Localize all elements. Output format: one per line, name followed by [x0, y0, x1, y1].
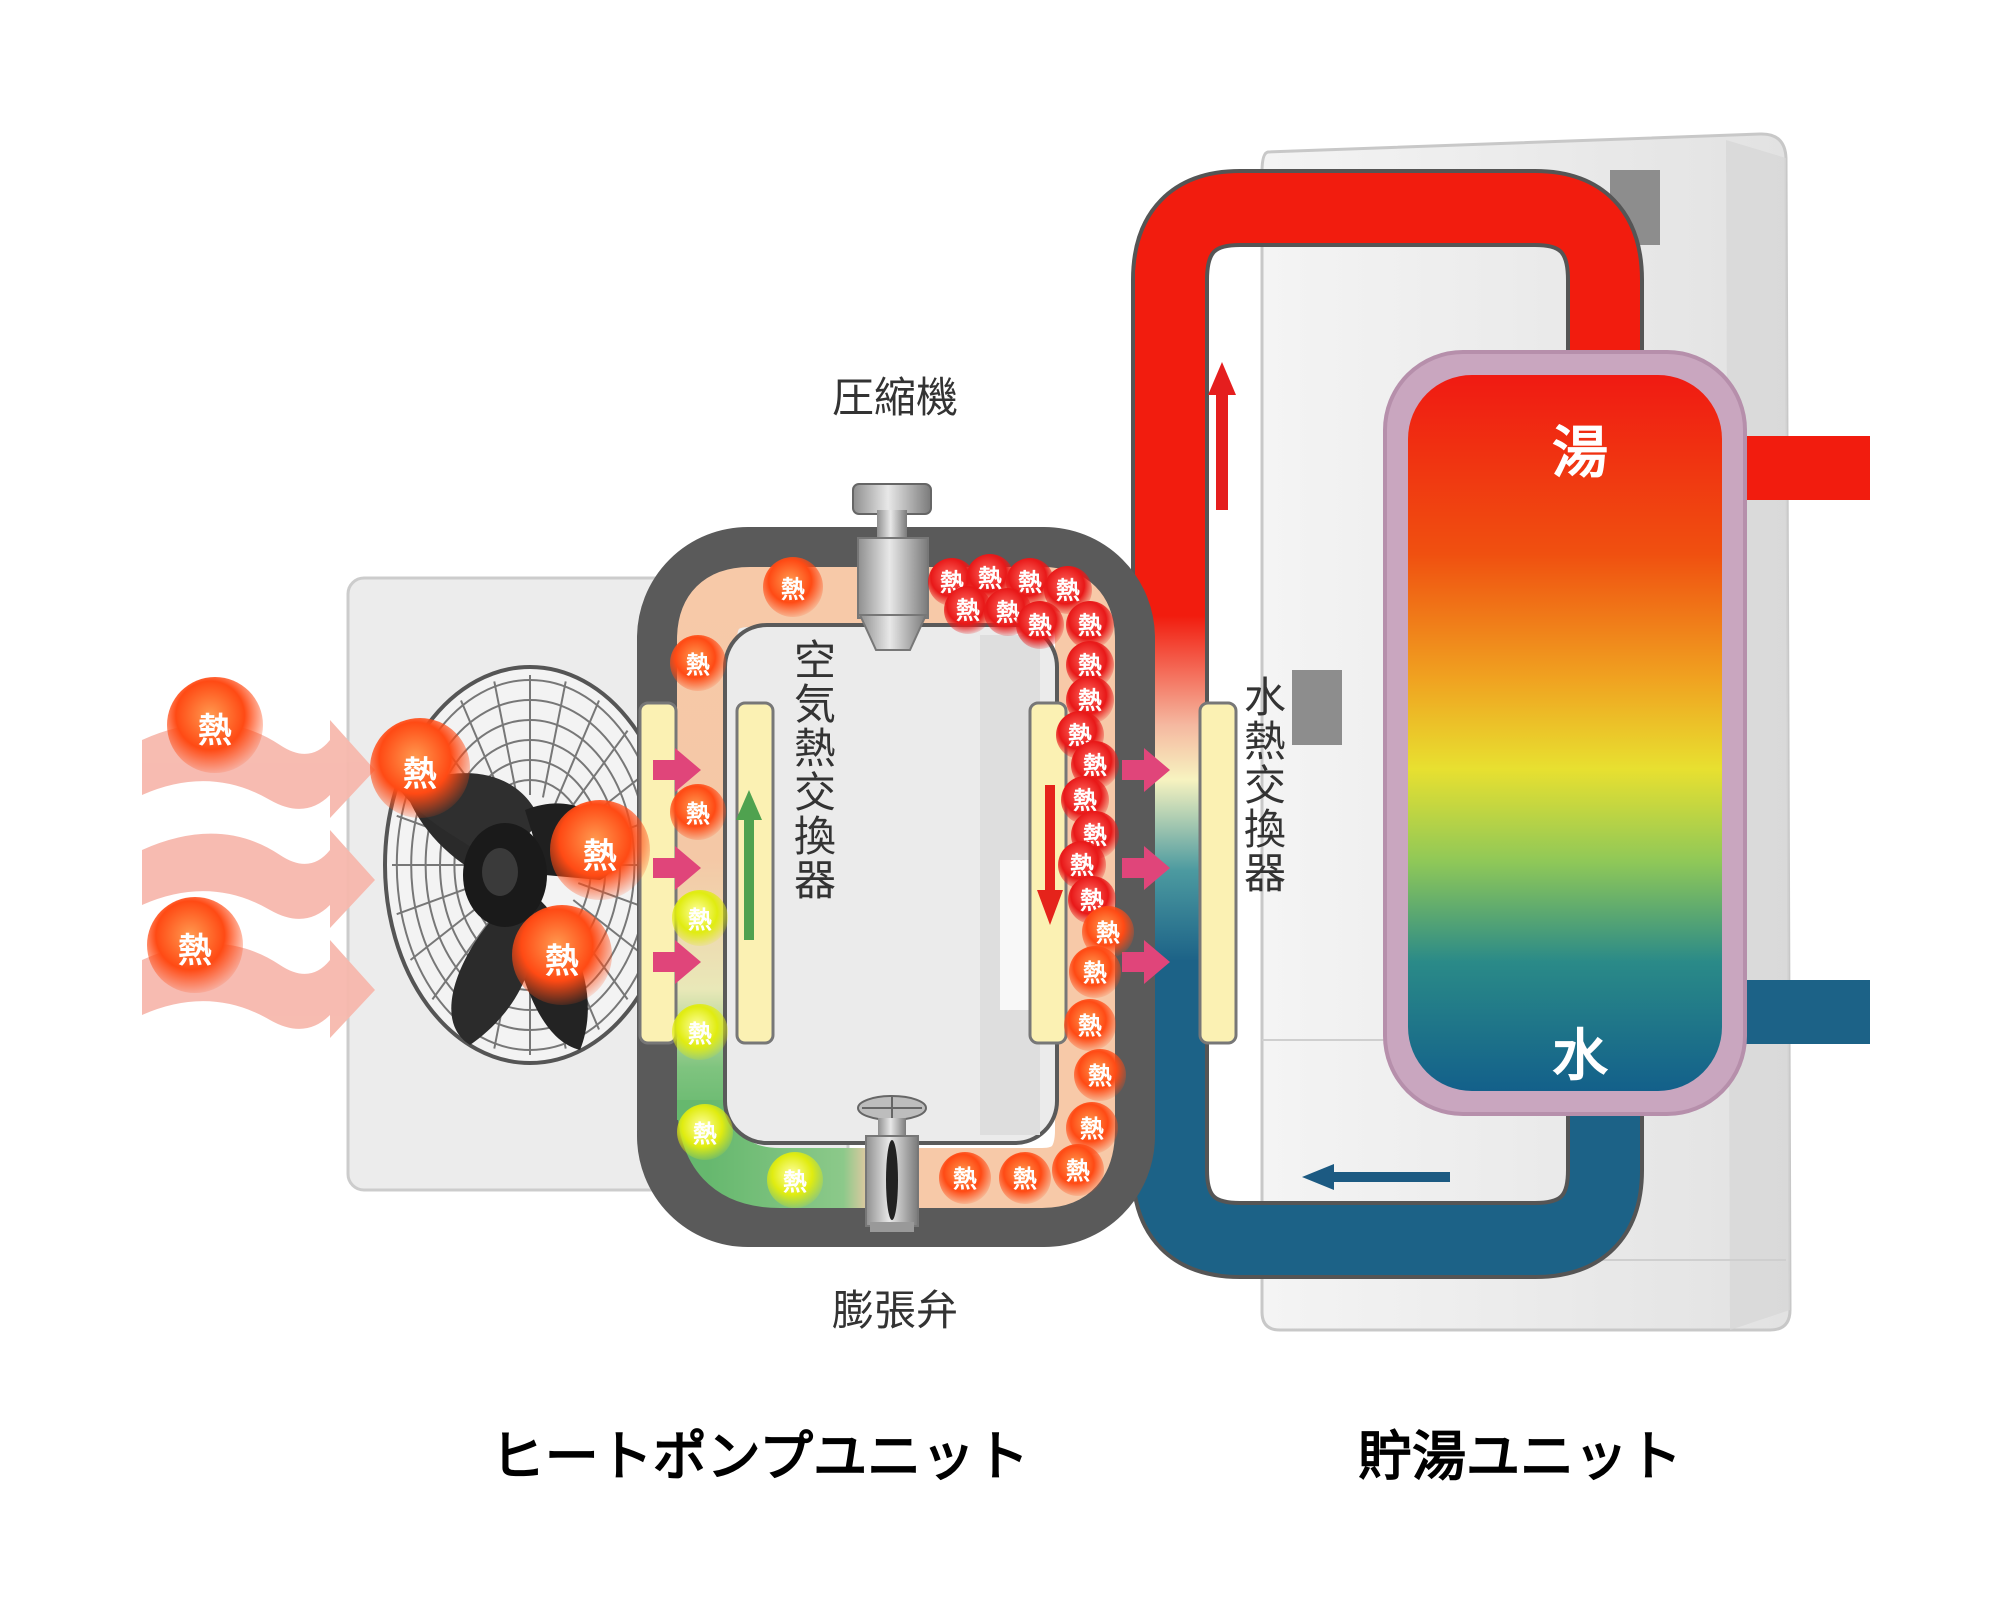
svg-text:熱: 熱: [545, 942, 579, 982]
heat-chip: 熱: [1016, 601, 1064, 649]
compressor-label: 圧縮機: [832, 373, 958, 422]
left-flow-arrow: [1302, 1164, 1450, 1190]
down-red-arrow: [1037, 785, 1063, 925]
cool-heat-chip: 熱: [672, 1004, 728, 1060]
svg-text:熱: 熱: [953, 1165, 977, 1193]
svg-text:熱: 熱: [781, 576, 805, 604]
up-green-arrow: [736, 790, 762, 940]
heat-transfer-arrows: [653, 748, 1170, 984]
storage-tank: 湯 水: [1383, 350, 1747, 1116]
heat-chip: 熱: [167, 677, 263, 773]
heat-transfer-arrow: [653, 846, 701, 890]
hot-water-outlet: [1730, 436, 1870, 500]
heat-transfer-arrow: [653, 940, 701, 984]
water-heat-exchanger: [1028, 701, 1238, 1045]
heat-chip: 熱: [1066, 1102, 1118, 1154]
svg-text:熱: 熱: [1078, 651, 1102, 679]
svg-text:熱: 熱: [693, 1120, 717, 1148]
up-flow-arrow: [1208, 362, 1236, 510]
heat-chip: 熱: [670, 635, 726, 691]
heat-chip: 熱: [1066, 601, 1114, 649]
svg-text:熱: 熱: [1070, 851, 1094, 879]
heat-transfer-arrow: [1122, 940, 1170, 984]
compressor: [852, 483, 932, 651]
svg-text:熱: 熱: [1013, 1165, 1037, 1193]
svg-text:熱: 熱: [686, 651, 710, 679]
water-label: 水: [1552, 1024, 1609, 1089]
heat-chip: 熱: [944, 586, 992, 634]
storage-vent-mid: [1292, 670, 1342, 745]
heat-transfer-arrow: [653, 748, 701, 792]
heat-pump-unit-label: ヒートポンプユニット: [491, 1425, 1029, 1488]
svg-text:熱: 熱: [978, 564, 1002, 592]
svg-text:熱: 熱: [1056, 576, 1080, 604]
cool-heat-chip: 熱: [672, 890, 728, 946]
heat-chip: 熱: [1052, 1144, 1104, 1196]
heat-chip: 熱: [550, 800, 650, 900]
hot-water-label: 湯: [1552, 421, 1608, 486]
cool-heat-chip: 熱: [677, 1104, 733, 1160]
heat-chip: 熱: [1082, 906, 1134, 958]
svg-text:熱: 熱: [1066, 1157, 1090, 1185]
svg-text:熱: 熱: [956, 596, 980, 624]
heat-chip: 熱: [939, 1152, 991, 1204]
svg-text:熱: 熱: [1073, 786, 1097, 814]
heat-chip: 熱: [670, 784, 726, 840]
water-loop: [1131, 169, 1870, 1279]
heat-chip: 熱: [763, 557, 823, 617]
heat-chip: 熱: [1066, 641, 1114, 689]
svg-text:熱: 熱: [403, 755, 437, 795]
svg-text:熱: 熱: [783, 1168, 807, 1196]
svg-text:熱: 熱: [688, 1020, 712, 1048]
heat-chip: 熱: [1064, 999, 1116, 1051]
storage-unit-label: 貯湯ユニット: [1358, 1425, 1682, 1488]
svg-text:熱: 熱: [996, 598, 1020, 626]
heat-chip: 熱: [999, 1152, 1051, 1204]
svg-text:熱: 熱: [1083, 959, 1107, 987]
expansion-valve-label: 膨張弁: [832, 1286, 958, 1335]
svg-text:熱: 熱: [1028, 611, 1052, 639]
heat-transfer-arrow: [1122, 748, 1170, 792]
heat-transfer-arrow: [1122, 846, 1170, 890]
expansion-valve: [857, 1095, 927, 1232]
heat-particles: 熱熱熱熱熱熱熱熱熱熱熱熱熱熱熱熱熱熱熱熱熱熱熱熱熱熱熱熱熱熱熱熱熱熱熱熱: [147, 554, 1134, 1208]
heat-chip: 熱: [370, 718, 470, 818]
svg-text:熱: 熱: [1018, 568, 1042, 596]
air-intake-arrows: [142, 720, 375, 1038]
heat-chip: 熱: [147, 897, 243, 993]
cold-water-inlet: [1730, 980, 1870, 1044]
heat-chip: 熱: [512, 905, 612, 1005]
air-heat-exchanger-label: 空気熱交換器: [788, 638, 837, 902]
heat-chip: 熱: [1044, 566, 1092, 614]
svg-text:熱: 熱: [1080, 1115, 1104, 1143]
svg-text:熱: 熱: [1078, 686, 1102, 714]
svg-text:熱: 熱: [1083, 751, 1107, 779]
svg-text:熱: 熱: [178, 931, 212, 971]
svg-text:熱: 熱: [1078, 611, 1102, 639]
svg-text:熱: 熱: [686, 800, 710, 828]
water-heat-exchanger-label: 水熱交換器: [1238, 675, 1287, 895]
svg-text:熱: 熱: [583, 837, 617, 877]
cool-heat-chip: 熱: [767, 1152, 823, 1208]
svg-text:熱: 熱: [1078, 1012, 1102, 1040]
svg-text:熱: 熱: [1096, 919, 1120, 947]
heat-chip: 熱: [1069, 946, 1121, 998]
heat-chip: 熱: [1074, 1049, 1126, 1101]
svg-text:熱: 熱: [198, 711, 232, 751]
svg-text:熱: 熱: [1088, 1062, 1112, 1090]
svg-text:熱: 熱: [688, 906, 712, 934]
